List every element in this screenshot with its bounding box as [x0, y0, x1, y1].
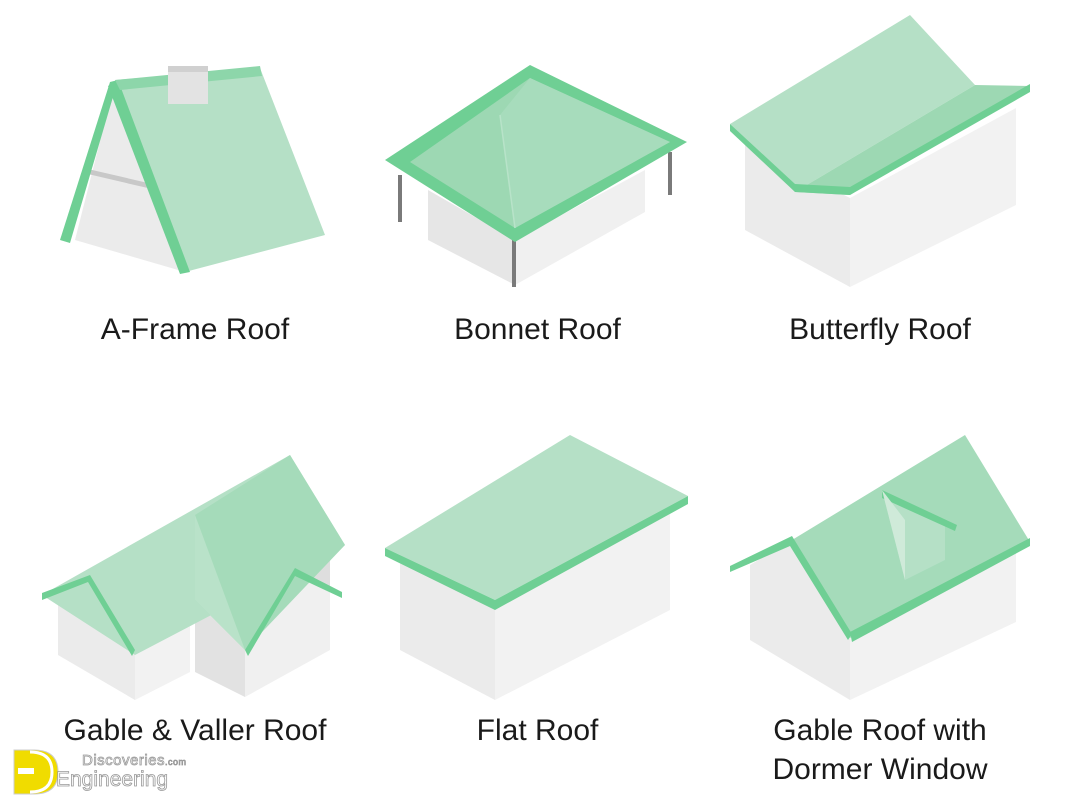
- label-gable-dormer-line1: Gable Roof with: [773, 714, 987, 747]
- label-a-frame-roof: A-Frame Roof: [100, 313, 290, 346]
- watermark-suffix: .com: [165, 757, 187, 768]
- label-gable-valley-roof: Gable & Valler Roof: [63, 714, 327, 747]
- label-butterfly-roof: Butterfly Roof: [789, 313, 971, 346]
- watermark-line1: Discoveries: [82, 752, 166, 770]
- watermark: Discoveries.com Engineering: [8, 748, 238, 796]
- label-bonnet-roof: Bonnet Roof: [454, 313, 621, 346]
- bonnet-roof-illustration: [385, 65, 687, 287]
- flat-roof-illustration: [385, 435, 688, 700]
- a-frame-roof-illustration: [60, 66, 325, 274]
- gable-dormer-roof-illustration: [730, 435, 1030, 700]
- label-gable-dormer-line2: Dormer Window: [772, 753, 988, 786]
- butterfly-roof-illustration: [730, 15, 1030, 287]
- watermark-line2: Engineering: [56, 768, 169, 792]
- watermark-logo-icon: [13, 749, 59, 795]
- gable-valley-roof-illustration: [42, 455, 345, 700]
- label-flat-roof: Flat Roof: [476, 714, 599, 747]
